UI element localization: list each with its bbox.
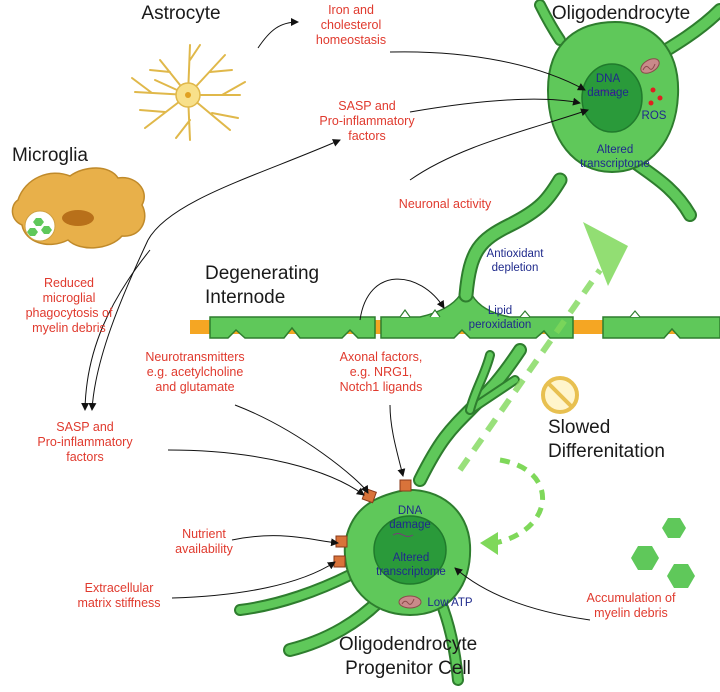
opc-low-atp-label: Low ATP — [427, 597, 473, 609]
opc-title: Oligodendrocyte Progenitor Cell — [338, 634, 478, 679]
oligodendrocyte-title: Oligodendrocyte — [551, 3, 691, 24]
receptor — [399, 479, 412, 492]
phagocytosed-debris-icon — [24, 210, 56, 242]
neuronal-activity-label: Neuronal activity — [398, 197, 492, 211]
no-entry-icon — [541, 376, 579, 414]
lipid-peroxidation-label: Lipid peroxidation — [468, 305, 532, 331]
mitochondrion-icon — [640, 58, 660, 74]
opc-dna-damage-label: DNA damage — [389, 505, 431, 531]
axon — [190, 294, 720, 339]
astrocyte-cell — [131, 44, 246, 141]
ol-dna-damage-label: DNA damage — [587, 73, 629, 99]
sasp-top-label: SASP and Pro-inflammatory factors — [319, 99, 415, 143]
myelin-debris-icon — [631, 518, 695, 588]
ol-altered-transcriptome-label: Altered transcriptome — [580, 144, 650, 170]
oligodendrocyte-cell — [458, 0, 720, 303]
astrocyte-title: Astrocyte — [141, 3, 221, 24]
ol-ros-label: ROS — [641, 110, 667, 122]
mitochondrion-icon — [398, 595, 422, 609]
receptor — [333, 555, 346, 568]
receptor — [335, 535, 348, 548]
myelin-debris-label: Accumulation of myelin debris — [586, 591, 676, 620]
opc-cell — [234, 343, 527, 686]
ecm-stiffness-label: Extracellular matrix stiffness — [77, 581, 161, 610]
axonal-factors-label: Axonal factors, e.g. NRG1, Notch1 ligand… — [339, 350, 423, 394]
microglia-title: Microglia — [11, 145, 89, 166]
nutrient-availability-label: Nutrient availability — [175, 527, 233, 556]
antioxidant-depletion-label: Antioxidant depletion — [486, 248, 544, 274]
astrocyte-nucleus — [185, 92, 191, 98]
opc-altered-transcriptome-label: Altered transcriptome — [376, 552, 446, 578]
reduced-phagocytosis-label: Reduced microglial phagocytosis of myeli… — [25, 276, 113, 335]
connector-arrows — [81, 18, 591, 621]
degenerating-internode-title: Degenerating Internode — [205, 263, 320, 308]
iron-cholesterol-label: Iron and cholesterol homeostasis — [315, 3, 387, 47]
neurotransmitters-label: Neurotransmitters e.g. acetylcholine and… — [145, 350, 245, 394]
sasp-bottom-label: SASP and Pro-inflammatory factors — [37, 420, 133, 464]
slowed-differentiation-title: Slowed Differenitation — [548, 417, 665, 462]
differentiation-arrow — [457, 222, 628, 555]
